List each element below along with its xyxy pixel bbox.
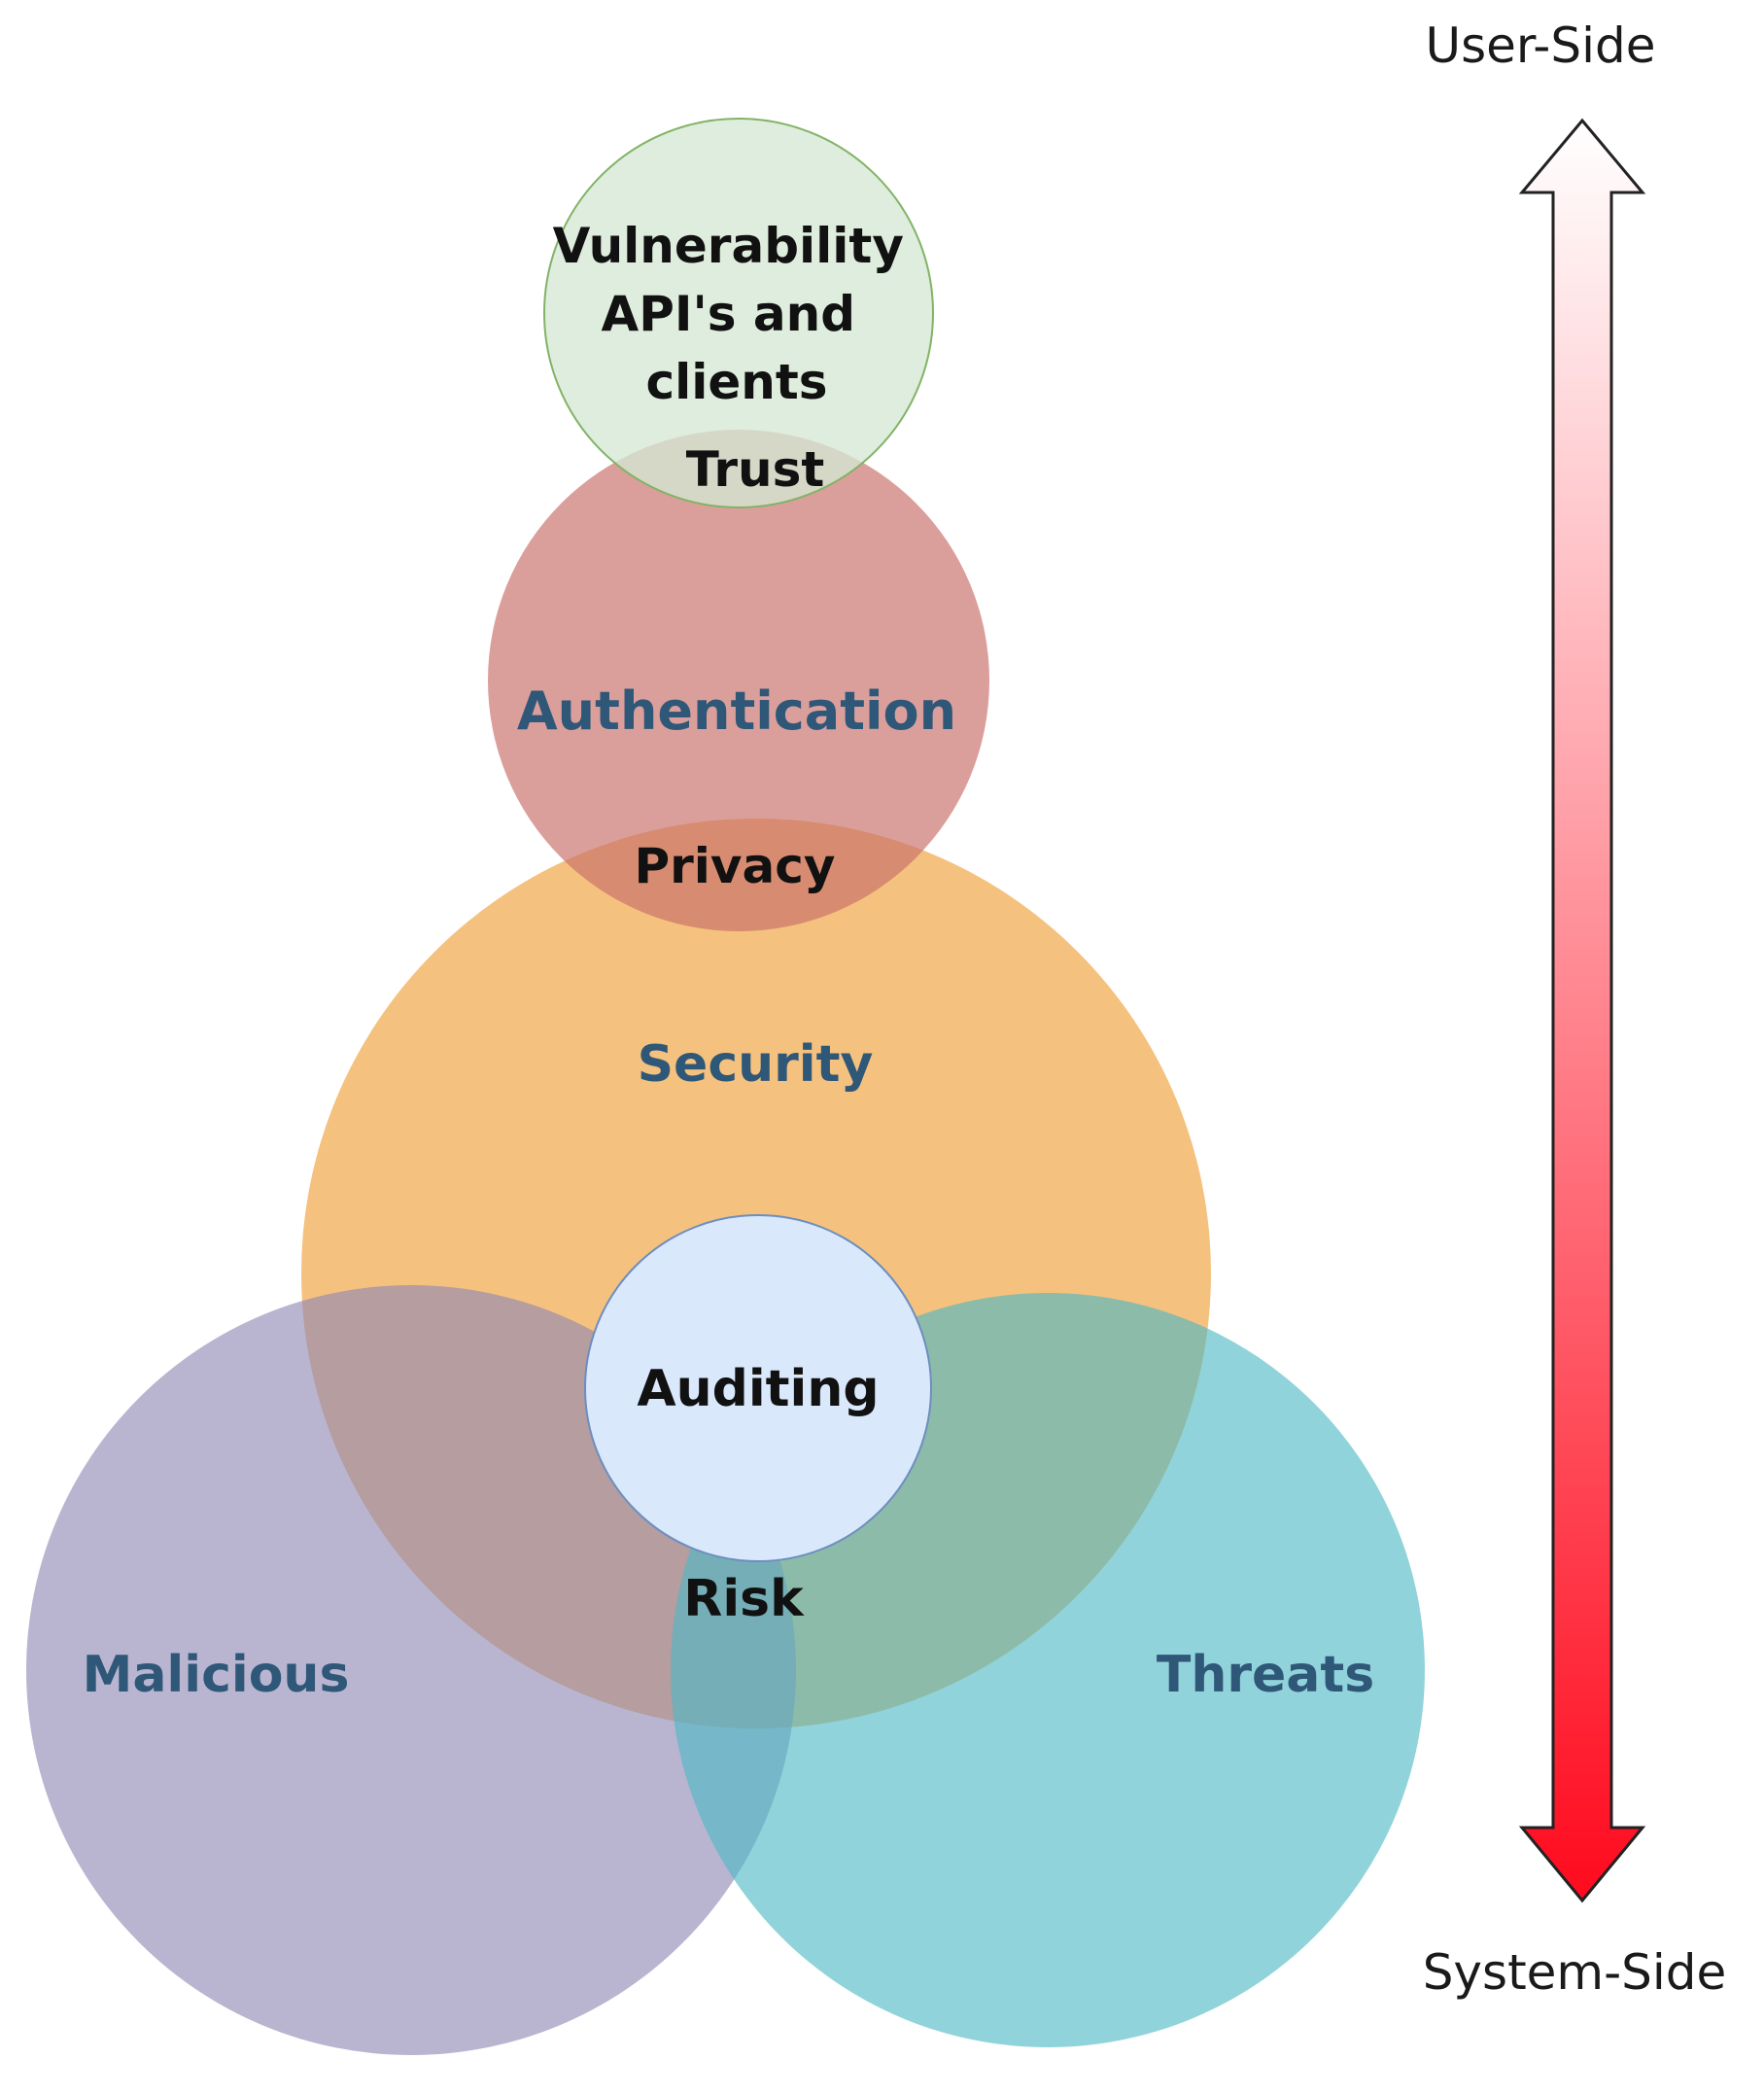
vulnerability-label: Vulnerability API's and clients (553, 218, 921, 410)
privacy-label: Privacy (634, 838, 835, 894)
trust-label: Trust (686, 441, 825, 498)
vulnerability-label-line-1: Vulnerability (553, 218, 904, 274)
threats-label: Threats (1157, 1646, 1374, 1704)
vulnerability-label-line-2: API's and (602, 286, 856, 342)
system-side-label: System-Side (1423, 1944, 1727, 2001)
risk-label: Risk (683, 1570, 805, 1628)
malicious-label: Malicious (83, 1646, 350, 1704)
authentication-circle (488, 430, 989, 931)
auditing-label: Auditing (637, 1360, 879, 1418)
security-label: Security (638, 1035, 874, 1094)
vulnerability-label-line-3: clients (645, 354, 827, 410)
user-side-label: User-Side (1426, 17, 1656, 74)
authentication-label: Authentication (517, 680, 956, 742)
malicious-circle (26, 1285, 796, 2055)
auditing-circle (584, 1214, 932, 1562)
vulnerability-circle (543, 118, 934, 508)
user-system-scale-arrow (1518, 118, 1646, 1903)
